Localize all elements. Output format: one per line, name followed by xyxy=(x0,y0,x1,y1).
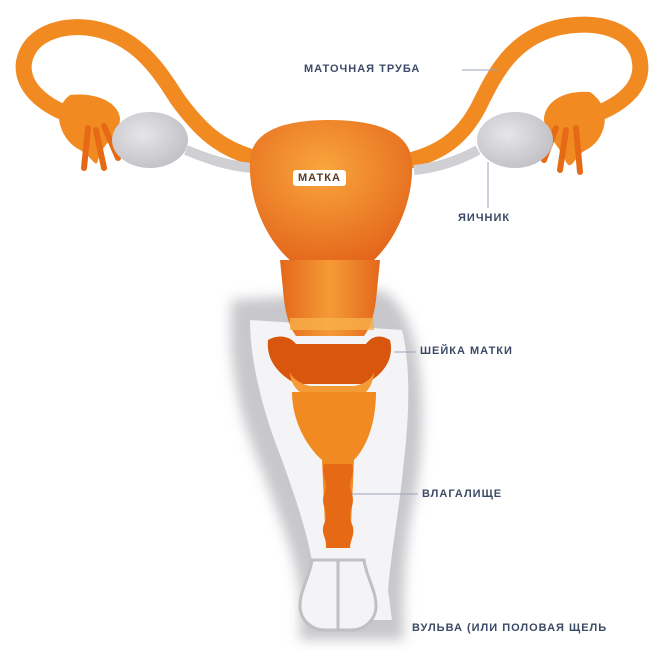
vulva xyxy=(300,560,376,630)
ovary-right xyxy=(414,112,553,170)
label-cervix: ШЕЙКА МАТКИ xyxy=(420,345,513,357)
label-vagina: ВЛАГАЛИЩЕ xyxy=(422,488,502,500)
label-fallopian-tube: МАТОЧНАЯ ТРУБА xyxy=(304,63,420,75)
label-vulva: ВУЛЬВА (ИЛИ ПОЛОВАЯ ЩЕЛЬ xyxy=(412,622,607,634)
label-ovary: ЯИЧНИК xyxy=(458,212,510,224)
label-uterus: МАТКА xyxy=(293,170,346,186)
